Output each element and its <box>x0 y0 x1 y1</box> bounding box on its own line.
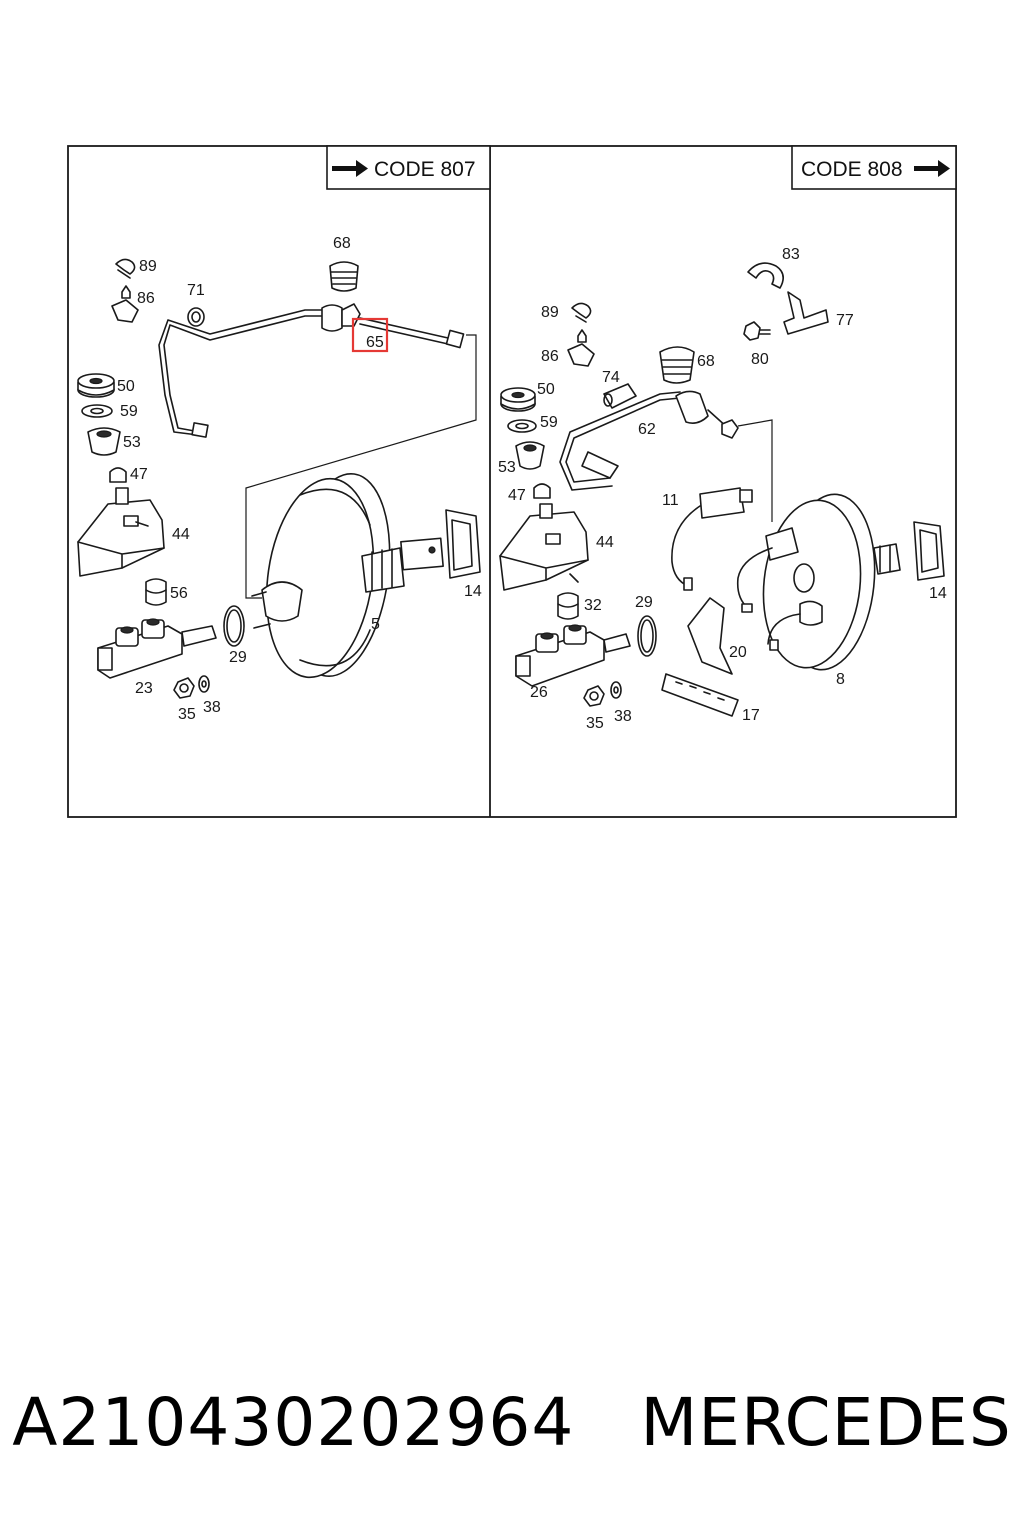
callout-86r[interactable]: 86 <box>541 348 559 365</box>
callout-65[interactable]: 65 <box>366 334 384 351</box>
washer-38-part <box>198 675 210 693</box>
reservoir-cap-50r-part <box>500 387 536 412</box>
callout-53[interactable]: 53 <box>123 434 141 451</box>
callout-8[interactable]: 8 <box>836 671 845 688</box>
cap-47-part <box>109 467 127 483</box>
valve-65-part <box>321 303 465 349</box>
callout-29[interactable]: 29 <box>229 649 247 666</box>
callout-35r[interactable]: 35 <box>586 715 604 732</box>
nut-35-part <box>173 677 195 699</box>
callout-11[interactable]: 11 <box>662 492 679 509</box>
master-cylinder-23-part <box>97 618 217 679</box>
callout-89r[interactable]: 89 <box>541 304 559 321</box>
callout-68[interactable]: 68 <box>333 235 351 252</box>
callout-38r[interactable]: 38 <box>614 708 632 725</box>
grommet-74-part <box>603 383 637 409</box>
brake-booster-5-part <box>251 472 444 679</box>
clip-83-part <box>747 262 784 289</box>
washer-38r-part <box>610 681 622 699</box>
cap-47r-part <box>533 483 551 499</box>
leader-line-right <box>737 419 773 522</box>
callout-62[interactable]: 62 <box>638 421 656 438</box>
vacuum-line-62-part <box>559 390 739 491</box>
grommet-32-part <box>557 592 579 620</box>
callout-50r[interactable]: 50 <box>537 381 555 398</box>
grommet-68-part <box>329 261 359 292</box>
switch-11-part <box>671 487 753 591</box>
callout-14r[interactable]: 14 <box>929 585 947 602</box>
master-cylinder-26-part <box>515 624 631 687</box>
callout-56[interactable]: 56 <box>170 585 188 602</box>
strainer-53-part <box>87 427 121 456</box>
callout-35[interactable]: 35 <box>178 706 196 723</box>
bolt-80-part <box>743 321 771 341</box>
reservoir-cap-50-part <box>77 373 115 398</box>
callout-86[interactable]: 86 <box>137 290 155 307</box>
left-panel-code-label: CODE 807 <box>374 158 476 181</box>
product-caption: A210430202964 MERCEDES <box>0 1372 1024 1472</box>
bracket-77-part <box>783 291 829 335</box>
callout-59r[interactable]: 59 <box>540 414 558 431</box>
strainer-53r-part <box>515 441 545 470</box>
callout-50[interactable]: 50 <box>117 378 135 395</box>
sensor-strip-17-part <box>661 673 739 717</box>
right-panel-header: CODE 808 <box>791 145 957 190</box>
callout-89[interactable]: 89 <box>139 258 157 275</box>
bracket-20-part <box>687 597 733 675</box>
o-ring-29r-part <box>637 615 657 657</box>
callout-80[interactable]: 80 <box>751 351 769 368</box>
brand-name: MERCEDES <box>640 1383 1012 1461</box>
callout-23[interactable]: 23 <box>135 680 153 697</box>
right-arrow-icon <box>332 160 368 177</box>
seal-59r-part <box>507 419 537 433</box>
leader-line <box>245 334 477 599</box>
seal-59-part <box>81 404 113 418</box>
clip-86r-part <box>567 329 595 367</box>
callout-29r[interactable]: 29 <box>635 594 653 611</box>
gasket-14-part <box>445 509 481 579</box>
clip-89r-part <box>571 302 592 323</box>
callout-26[interactable]: 26 <box>530 684 548 701</box>
vacuum-hose <box>163 315 323 433</box>
highlight-box-65 <box>351 317 389 353</box>
callout-20[interactable]: 20 <box>729 644 747 661</box>
right-arrow-icon <box>914 160 950 177</box>
gasket-14r-part <box>913 521 945 581</box>
grommet-56-part <box>145 578 167 606</box>
parts-diagram-svg: CODE 807 CODE 808 65 <box>67 145 957 818</box>
diagram-border <box>67 145 957 818</box>
callout-53r[interactable]: 53 <box>498 459 516 476</box>
grommet-68r-part <box>659 346 695 384</box>
callout-47[interactable]: 47 <box>130 466 148 483</box>
grommet-71-part <box>187 307 205 327</box>
nut-35r-part <box>583 685 605 707</box>
callout-68r[interactable]: 68 <box>697 353 715 370</box>
callout-17[interactable]: 17 <box>742 707 760 724</box>
callout-83[interactable]: 83 <box>782 246 800 263</box>
callout-59[interactable]: 59 <box>120 403 138 420</box>
callout-77[interactable]: 77 <box>836 312 854 329</box>
callout-47r[interactable]: 47 <box>508 487 526 504</box>
callout-32[interactable]: 32 <box>584 597 602 614</box>
left-panel-header: CODE 807 <box>326 145 491 190</box>
right-panel-code-label: CODE 808 <box>801 158 903 181</box>
clip-89-part <box>115 258 136 279</box>
callout-74[interactable]: 74 <box>602 369 620 386</box>
reservoir-44r-part <box>499 503 589 591</box>
clip-86-part <box>111 285 139 323</box>
callout-44[interactable]: 44 <box>172 526 190 543</box>
brake-booster-8-part <box>736 493 901 671</box>
callout-38[interactable]: 38 <box>203 699 221 716</box>
callout-5[interactable]: 5 <box>371 616 380 633</box>
o-ring-29-part <box>223 605 245 647</box>
callout-44r[interactable]: 44 <box>596 534 614 551</box>
part-number: A210430202964 <box>12 1383 575 1461</box>
callout-71[interactable]: 71 <box>187 282 205 299</box>
parts-diagram: CODE 807 CODE 808 65 <box>67 145 957 818</box>
callout-14[interactable]: 14 <box>464 583 482 600</box>
reservoir-44-part <box>77 487 165 577</box>
